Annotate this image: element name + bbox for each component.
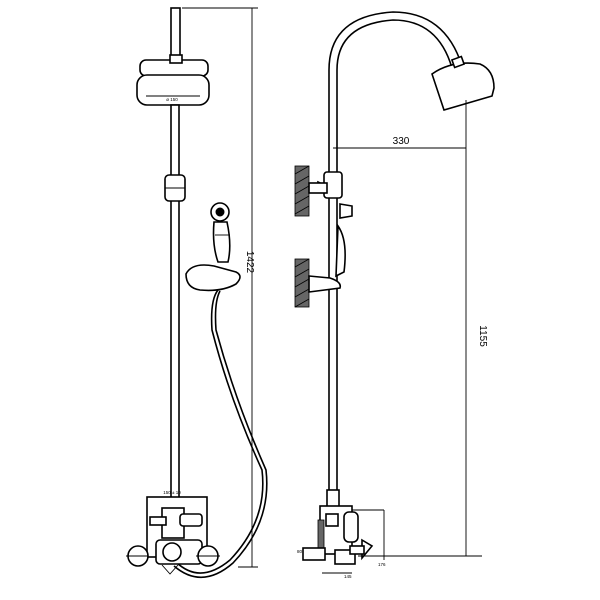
gooseneck-arm (328, 11, 463, 175)
front-shower-head: ø 150 (136, 54, 210, 106)
head-height-dimension: 1155 (358, 148, 488, 557)
arm-projection-label: 330 (393, 136, 410, 147)
side-valve-assembly: 80 176 145 (297, 489, 386, 579)
front-view: ø 150 150 ± 10 (126, 7, 268, 579)
hand-shower (210, 202, 231, 263)
wall-bracket-lower (294, 258, 342, 308)
front-valve-assembly: 150 ± 10 (126, 490, 220, 575)
side-view: 80 176 145 330 1155 (294, 11, 495, 579)
head-height-label: 1155 (477, 325, 488, 347)
front-riser-rail (170, 104, 180, 516)
overall-height-label: 1422 (244, 251, 255, 274)
wall-bracket-upper (294, 165, 328, 217)
side-dim-c-label: 145 (344, 574, 352, 579)
side-shower-head (431, 55, 495, 111)
head-diameter-label: ø 150 (166, 97, 178, 102)
side-riser-rail (328, 174, 338, 496)
valve-width-label: 150 ± 10 (163, 490, 181, 495)
overall-height-dimension: 1422 (182, 7, 258, 568)
arm-projection-dimension: 330 (333, 136, 466, 149)
hand-shower-holder (185, 264, 241, 292)
side-dim-a-label: 80 (297, 549, 303, 554)
side-dim-b-label: 176 (378, 562, 386, 567)
shower-hose (175, 289, 264, 574)
